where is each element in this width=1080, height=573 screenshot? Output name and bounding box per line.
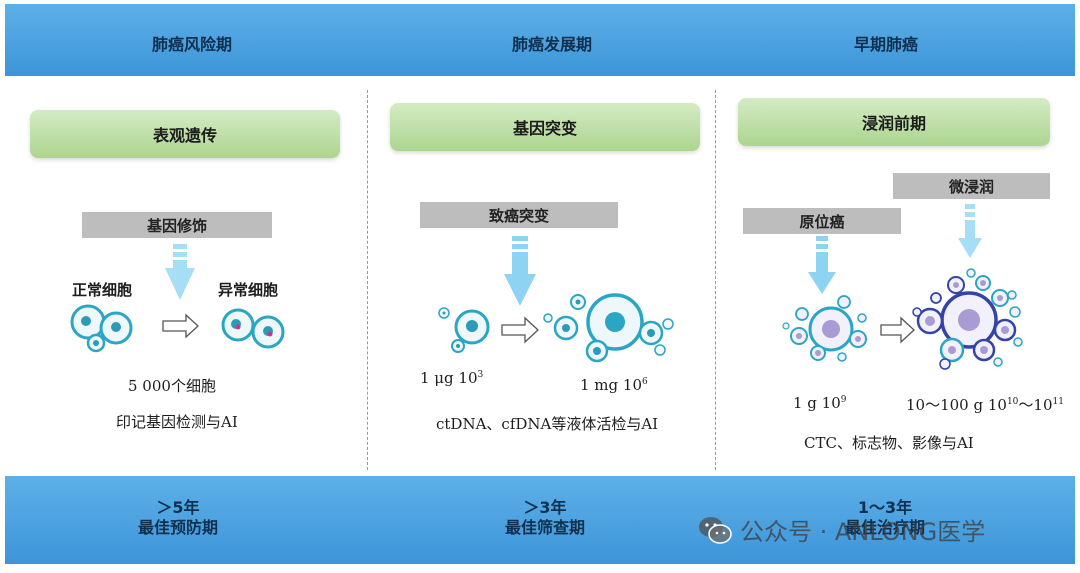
down-arrow-icon: [958, 204, 982, 258]
small-cell-icon: [439, 308, 488, 352]
down-arrow-icon: [504, 236, 536, 306]
large-cell-cluster-icon: [544, 295, 673, 361]
carcinoma-in-situ-cluster-icon: [783, 296, 866, 361]
abnormal-cells-icon: [223, 310, 283, 347]
down-arrow-icon: [165, 244, 195, 300]
right-arrow-icon: [163, 315, 198, 337]
micro-invasion-cluster-icon: [913, 269, 1022, 369]
right-arrow-icon: [881, 318, 914, 342]
wechat-icon: [698, 515, 732, 545]
watermark-text: 公众号 · ANLONG医学: [740, 512, 985, 547]
normal-cells-icon: [72, 306, 131, 351]
down-arrow-icon: [808, 236, 836, 294]
watermark: 公众号 · ANLONG医学: [698, 512, 985, 547]
right-arrow-icon: [502, 318, 538, 342]
